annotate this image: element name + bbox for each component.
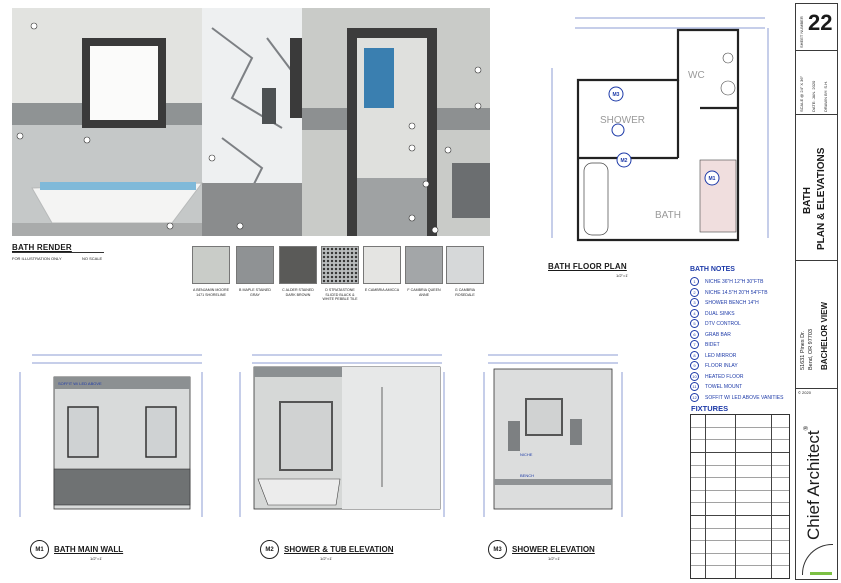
render-title: BATH RENDER bbox=[12, 243, 72, 252]
room-label-bath: BATH bbox=[655, 210, 681, 221]
elevation-m3-title: SHOWER ELEVATION bbox=[512, 545, 595, 554]
swatch-label: B MAPLE STAINED GRAY bbox=[239, 288, 271, 297]
elevation-m1-drawing bbox=[12, 347, 212, 522]
elevation-m2-label: M2 SHOWER & TUB ELEVATION 1/2"=1' bbox=[260, 540, 394, 561]
copyright: © 2020 bbox=[798, 390, 811, 395]
elevation-m2-badge: M2 bbox=[260, 540, 279, 559]
elevation-m3-bench-callout: BENCH bbox=[520, 473, 535, 478]
elevation-m1-title: BATH MAIN WALL bbox=[54, 545, 124, 554]
sheet-drawn-by: DRAWN BY: S.H. bbox=[823, 80, 828, 112]
room-label-wc: WC bbox=[688, 70, 705, 81]
elevation-m2-drawing bbox=[232, 347, 452, 522]
swatch-label: G CAMBRIA ROSEDALE bbox=[454, 288, 476, 297]
elevation-m1-scale: 1/2"=1' bbox=[90, 556, 103, 561]
render-note-scale: NO SCALE bbox=[82, 256, 103, 261]
plan-marker-m2: M2 bbox=[621, 158, 628, 164]
finish-swatch-c: C ALDER STAINED DARK BROWN bbox=[279, 246, 317, 297]
swatch-color bbox=[192, 246, 230, 284]
render-note-illustration: FOR ILLUSTRATION ONLY bbox=[12, 256, 62, 261]
sheet-number-label: SHEET NUMBER bbox=[799, 16, 804, 48]
brand-logo: Chief Architect® bbox=[804, 426, 824, 540]
swatch-color bbox=[236, 246, 274, 284]
sheet-title-1: BATH bbox=[802, 186, 813, 214]
title-block: SHEET NUMBER 22 SCALE @ 24" X 36" DATE: … bbox=[795, 3, 838, 580]
room-label-shower: SHOWER bbox=[600, 115, 645, 126]
finish-swatch-b: B MAPLE STAINED GRAY bbox=[236, 246, 274, 297]
swatch-color bbox=[405, 246, 443, 284]
floor-plan-title: BATH FLOOR PLAN bbox=[548, 262, 627, 271]
finish-swatch-f: F CAMBRIA QUEEN ANNE bbox=[405, 246, 443, 297]
fixtures-title: FIXTURES bbox=[691, 404, 729, 413]
sheet-scale: SCALE @ 24" X 36" bbox=[799, 75, 804, 112]
floor-plan-scale: 1/2"=1' bbox=[616, 273, 629, 278]
elevation-m1-label: M1 BATH MAIN WALL 1/2"=1' bbox=[30, 540, 124, 561]
project-cell: 51631 Pines Dr. Bend, OR 97703 BACHELOR … bbox=[796, 260, 837, 389]
sheet-title-cell: BATH PLAN & ELEVATIONS bbox=[796, 114, 837, 261]
sheet-title-2: PLAN & ELEVATIONS bbox=[816, 147, 827, 250]
elevation-m1-callout: SOFFIT W/ LED ABOVE bbox=[58, 381, 102, 386]
finish-swatch-a: A BENJAMIN MOORE 1471 SHORELINE bbox=[192, 246, 230, 297]
swatch-label: F CAMBRIA QUEEN ANNE bbox=[407, 288, 441, 297]
elevation-m3-label: M3 SHOWER ELEVATION 1/2"=1' bbox=[488, 540, 595, 561]
fixtures-schedule-table bbox=[690, 414, 790, 579]
finish-swatch-d: D STRATASTONE SLICED BLACK & WHITE PEBBL… bbox=[321, 246, 359, 302]
brand-mark: ® bbox=[804, 425, 810, 431]
elevation-m3-scale: 1/2"=1' bbox=[548, 556, 561, 561]
swatch-color bbox=[279, 246, 317, 284]
plan-marker-m3: M3 bbox=[613, 92, 620, 98]
project-address-2: Bend, OR 97703 bbox=[808, 329, 814, 370]
swatch-color bbox=[446, 246, 484, 284]
elevation-m2-title: SHOWER & TUB ELEVATION bbox=[284, 545, 394, 554]
swatch-label: C ALDER STAINED DARK BROWN bbox=[282, 288, 314, 297]
finish-swatch-e: E CAMBRIA AMICCA bbox=[363, 246, 401, 293]
project-name: BACHELOR VIEW bbox=[820, 302, 829, 370]
notes-title: BATH NOTES bbox=[690, 266, 735, 273]
swatch-color bbox=[321, 246, 359, 284]
swatch-color bbox=[363, 246, 401, 284]
brand-name: Chief Architect bbox=[804, 430, 823, 540]
render-title-rule bbox=[12, 252, 104, 253]
elevation-m1-badge: M1 bbox=[30, 540, 49, 559]
swatch-label: A BENJAMIN MOORE 1471 SHORELINE bbox=[193, 288, 229, 297]
elevation-m2-scale: 1/2"=1' bbox=[320, 556, 333, 561]
brand-accent-bar bbox=[810, 572, 832, 575]
brand-swoosh-icon bbox=[802, 544, 833, 575]
plan-marker-m1: M1 bbox=[709, 176, 716, 182]
bath-render-image bbox=[12, 8, 490, 236]
sheet-date: DATE: JAN. 2020 bbox=[811, 80, 816, 112]
sheet-number-cell: SHEET NUMBER 22 bbox=[796, 4, 837, 51]
project-address-1: 51631 Pines Dr. bbox=[800, 330, 806, 370]
swatch-label: E CAMBRIA AMICCA bbox=[364, 288, 400, 292]
floor-plan-drawing: WC SHOWER BATH M3 M2 M1 bbox=[540, 8, 780, 258]
elevation-m3-drawing bbox=[478, 347, 628, 522]
finish-swatch-g: G CAMBRIA ROSEDALE bbox=[446, 246, 484, 297]
elevation-m3-niche-callout: NICHE bbox=[520, 452, 533, 457]
sheet-number: 22 bbox=[808, 10, 833, 35]
sheet-meta-cell: SCALE @ 24" X 36" DATE: JAN. 2020 DRAWN … bbox=[796, 50, 837, 115]
elevation-m3-badge: M3 bbox=[488, 540, 507, 559]
swatch-label: D STRATASTONE SLICED BLACK & WHITE PEBBL… bbox=[322, 288, 358, 302]
